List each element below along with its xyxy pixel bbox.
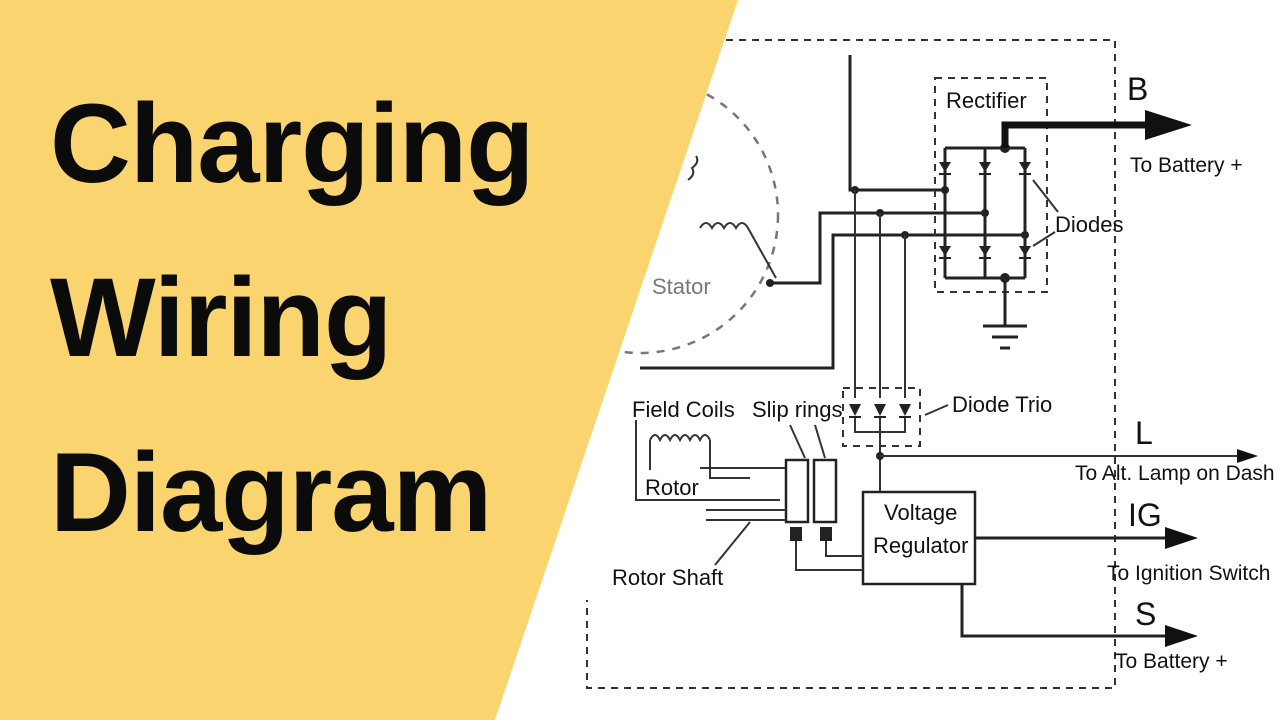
terminal-b-letter: B: [1127, 71, 1148, 107]
slip-ring-icon: [812, 458, 838, 524]
brush-icon: [790, 527, 802, 541]
terminal-ig-description: To Ignition Switch: [1107, 562, 1270, 585]
diode-trio-box: [842, 387, 921, 447]
stator-winding-top-icon: [687, 155, 699, 181]
terminal-b-description: To Battery +: [1130, 154, 1243, 177]
field-coil-icon: [649, 434, 711, 443]
rotor-shaft-label: Rotor Shaft: [612, 565, 723, 590]
slip-rings-pointer: [789, 424, 826, 459]
rotor-shaft-pointer: [714, 521, 751, 566]
voltage-regulator-box: [861, 490, 977, 586]
field-coil-leads: [635, 420, 785, 501]
stator-lead-2: [770, 211, 985, 285]
rotor-label: Rotor: [645, 475, 699, 500]
arrow-icon: [1165, 527, 1198, 549]
rotor-shaft-lines: [706, 509, 786, 521]
field-coils-label: Field Coils: [632, 397, 735, 422]
terminal-s-description: To Battery +: [1115, 650, 1228, 673]
slip-ring-icon: [784, 458, 810, 524]
arrow-icon: [1145, 110, 1192, 140]
diode-icon: [939, 162, 1031, 259]
arrow-icon: [1237, 449, 1258, 463]
title-line-1: Charging: [50, 81, 535, 206]
terminal-ig-letter: IG: [1128, 497, 1162, 533]
rectifier-box: [934, 77, 1048, 293]
terminal-l-letter: L: [1135, 415, 1153, 451]
sense-output-wire: [960, 584, 1170, 638]
diodes-pointer: [1032, 179, 1059, 247]
voltage-regulator-label: Voltage: [884, 500, 957, 525]
terminal-s-letter: S: [1135, 596, 1156, 632]
diode-trio-icon: [849, 404, 911, 418]
stator-lead-1: [848, 55, 945, 192]
diode-trio-pointer: [924, 404, 949, 416]
arrow-icon: [1165, 625, 1198, 647]
brush-wires: [795, 541, 863, 571]
stator-label: Stator: [652, 274, 711, 299]
voltage-regulator-label: Regulator: [873, 533, 968, 558]
terminal-l-description: To Alt. Lamp on Dash: [1075, 462, 1275, 485]
node: [766, 279, 774, 287]
title-line-2: Wiring: [50, 255, 392, 380]
stator-lead-3: [640, 233, 1025, 370]
title-line-3: Diagram: [50, 430, 492, 555]
alternator-boundary: [586, 39, 1116, 689]
battery-output-wire: [1001, 121, 1150, 148]
diode-trio-label: Diode Trio: [952, 392, 1052, 417]
brush-icon: [820, 527, 832, 541]
rectifier-label: Rectifier: [946, 88, 1027, 113]
stator-winding-icon: [699, 222, 777, 279]
diodes-label: Diodes: [1055, 212, 1123, 237]
slip-rings-label: Slip rings: [752, 397, 842, 422]
